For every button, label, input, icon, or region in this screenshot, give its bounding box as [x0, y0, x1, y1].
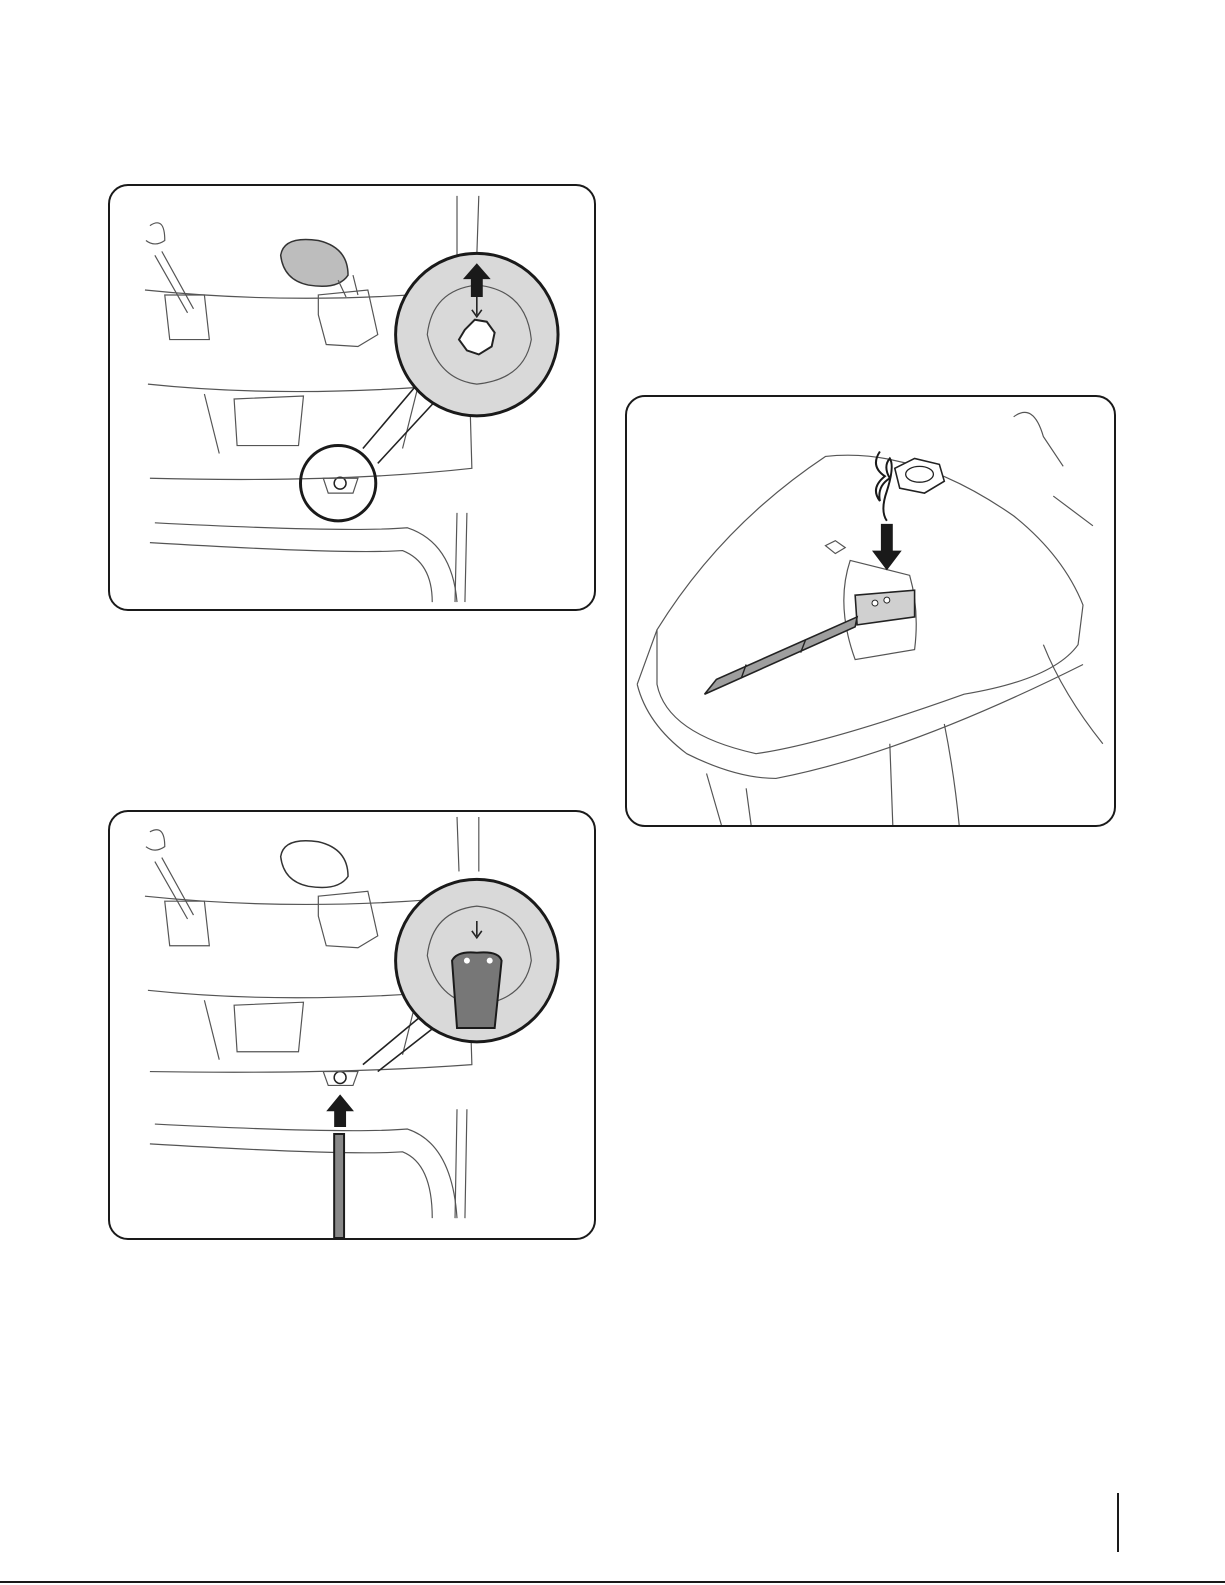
down-arrow-icon: [872, 524, 902, 571]
chute-knob: [281, 841, 348, 888]
hex-nut: [895, 458, 945, 493]
figure-1-illustration: [110, 186, 594, 609]
drive-rod-zoom: [452, 952, 502, 1028]
figure-3-panel: [625, 395, 1116, 827]
up-arrow-icon: [326, 1094, 354, 1127]
figure-2-panel: [108, 810, 596, 1240]
shear-bolt-icon: [323, 477, 358, 493]
figure-3-illustration: [627, 397, 1114, 825]
figure-2-illustration: [110, 812, 594, 1238]
footer-rule: [0, 1581, 1225, 1583]
drive-rod-icon: [705, 590, 915, 694]
drive-rod-icon: [334, 1134, 344, 1238]
knob-left: [146, 223, 165, 244]
chute-knob: [281, 239, 348, 286]
hairpin-clip-icon: [876, 451, 892, 520]
page-marker: [1117, 1493, 1119, 1552]
shear-bolt-small: [323, 1072, 358, 1086]
figure-1-panel: [108, 184, 596, 611]
